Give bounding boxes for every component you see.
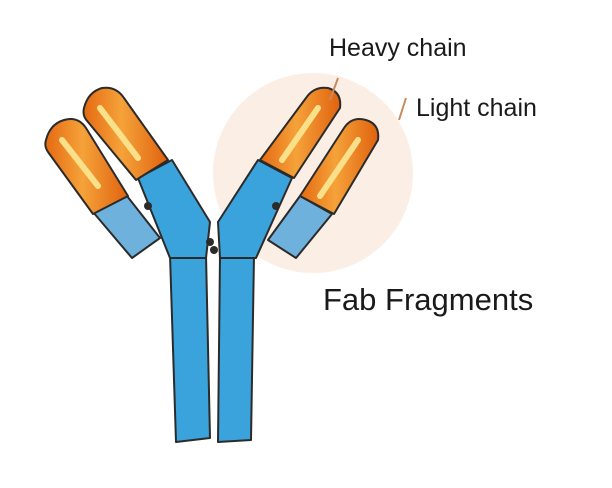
fab-fragments-label: Fab Fragments [323, 282, 534, 317]
heavy-chain-stem-right [217, 254, 255, 443]
light-chain-label: Light chain [416, 94, 537, 122]
light-chain-pointer [398, 97, 407, 121]
variable-domain-highlights [59, 105, 361, 199]
disulfide-bonds [144, 202, 280, 254]
heavy-chain-label: Heavy chain [329, 34, 467, 62]
heavy-chain-pointer [329, 77, 339, 101]
heavy-chain-stem-left [169, 254, 211, 443]
